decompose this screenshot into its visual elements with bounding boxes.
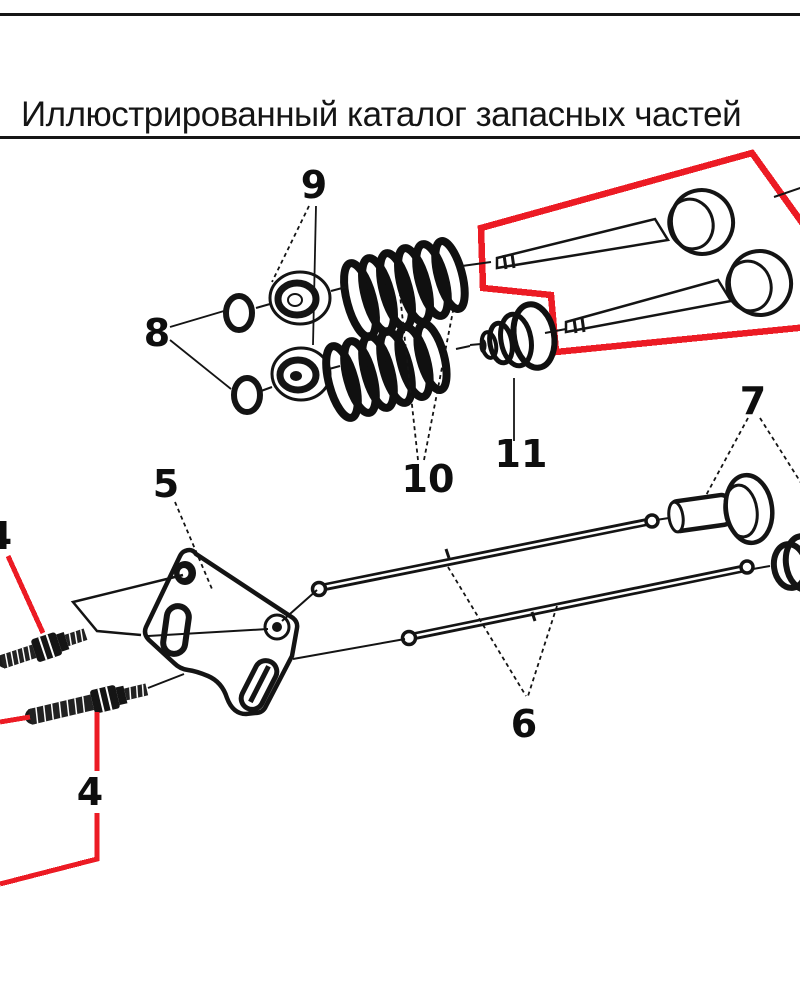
callout-8: 8 [144, 311, 170, 355]
callout-4-left-clipped: 4 [0, 514, 12, 558]
spring-upper-illustration [340, 237, 469, 341]
leader-offcanvas [773, 186, 800, 198]
callout-leaders [169, 205, 800, 697]
retainer-lower-illustration [270, 346, 332, 402]
header-rule-bottom [0, 136, 800, 139]
pushrod-upper-illustration [310, 513, 660, 598]
spring-lower-illustration [322, 320, 451, 422]
page-title: Иллюстрированный каталог запасных частей [21, 95, 742, 134]
retainer-upper-illustration [268, 270, 332, 326]
valve-upper-illustration [495, 188, 736, 270]
callout-11: 11 [495, 432, 548, 476]
stud-lower-illustration [24, 683, 149, 725]
callout-7: 7 [740, 379, 766, 423]
callout-9: 9 [301, 163, 327, 207]
stud-upper-illustration [0, 628, 88, 669]
red-leaders-part4 [0, 554, 100, 887]
callout-10: 10 [402, 457, 455, 501]
keeper-upper-illustration [223, 293, 255, 333]
callout-6: 6 [511, 702, 537, 746]
pushrod-lower-illustration [400, 559, 755, 647]
callout-4-bottom: 4 [77, 770, 103, 814]
axis-lines [70, 261, 670, 689]
tappet-upper-illustration [667, 472, 775, 546]
tappet-lower-illustration [752, 533, 800, 593]
header-rule-top [0, 13, 800, 16]
keeper-lower-illustration [231, 375, 263, 415]
callout-5: 5 [153, 462, 179, 506]
spring-seat-illustration [479, 301, 558, 371]
valve-lower-illustration [564, 249, 794, 334]
